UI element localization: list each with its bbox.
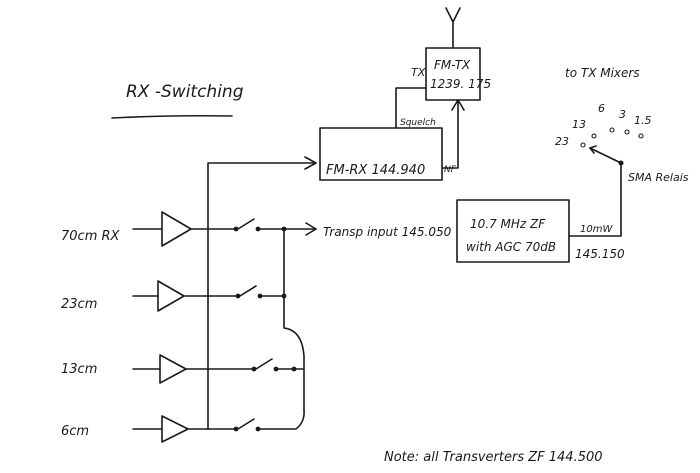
fm-tx-box [425, 47, 481, 101]
amplifier-13cm [132, 354, 209, 384]
amplifier-70cm [132, 211, 209, 247]
mixer-label: 10.7 MHz ZF [470, 217, 546, 231]
selector-wiper [589, 147, 622, 164]
mixer-output-line [568, 162, 622, 237]
switch-70cm [207, 218, 317, 232]
nf-line [441, 99, 459, 169]
input-label-13cm: 13cm [61, 362, 97, 377]
fm-rx-box [319, 127, 443, 181]
junction-dot [281, 293, 287, 299]
squelch-label: Squelch [400, 118, 436, 128]
note-text: Note: all Transverters ZF 144.500 [384, 450, 603, 465]
selector-contact [624, 129, 630, 135]
tx-label: TX [411, 66, 426, 79]
selector-wiper-arrow [589, 145, 597, 154]
switch-13cm [207, 358, 295, 372]
junction-dot [281, 226, 287, 232]
input-label-23cm: 23cm [61, 297, 97, 312]
fm-tx-frequency: 1239. 175 [430, 77, 491, 91]
rx-bus-arrow [304, 156, 317, 170]
selector-contact [638, 133, 644, 139]
nf-label: NF [444, 165, 457, 175]
transp-input-label: Transp input 145.050 [323, 225, 452, 239]
transp-input-arrow [305, 222, 317, 236]
input-label-6cm: 6cm [61, 424, 89, 439]
level-10mw-label: 10mW [580, 224, 613, 235]
antenna-icon [445, 7, 461, 48]
squelch-line [395, 87, 427, 129]
selector-contact [580, 142, 586, 148]
sma-relais-label: SMA Relais [628, 171, 689, 184]
to-tx-mixers-label: to TX Mixers [565, 66, 640, 80]
input-label-70cm: 70cm RX [61, 229, 121, 244]
selector-contact [609, 127, 615, 133]
title-underline [111, 114, 233, 119]
nf-arrow [451, 99, 465, 111]
selector-pos-6: 6 [598, 102, 605, 115]
fm-rx-label: FM-RX 144.940 [326, 163, 425, 178]
diagram-title: RX -Switching [126, 82, 244, 102]
mixer-box [456, 199, 570, 263]
amplifier-6cm [132, 415, 209, 443]
selector-pos-1-5: 1.5 [634, 114, 652, 127]
transp-bus-line [283, 228, 305, 411]
selector-contact [591, 133, 597, 139]
switch-23cm [207, 285, 285, 299]
freq-145150-label: 145.150 [575, 247, 625, 261]
mixer-agc-label: with AGC 70dB [466, 240, 556, 254]
fm-tx-label: FM-TX [434, 58, 471, 72]
junction-dot [291, 366, 297, 372]
rx-bus-line [207, 162, 317, 430]
selector-pos-13: 13 [572, 118, 586, 131]
selector-pos-3: 3 [619, 108, 626, 121]
amplifier-23cm [132, 280, 209, 312]
switch-6cm [207, 409, 305, 432]
selector-pos-23: 23 [555, 135, 569, 148]
